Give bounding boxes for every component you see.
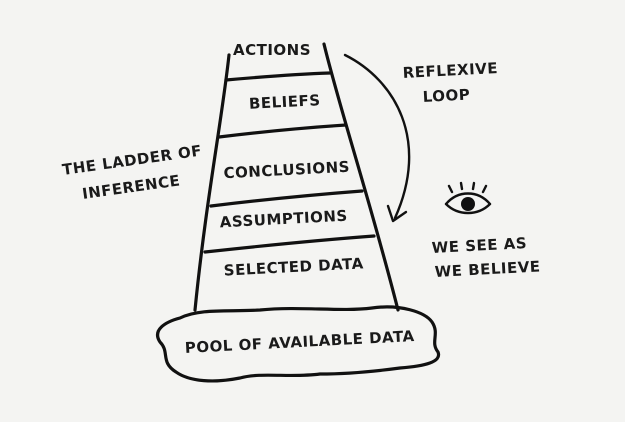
ladder-rung-1 [224, 71, 332, 82]
pool-label: POOL OF AVAILABLE DATA [184, 327, 415, 357]
eye-caption-line-2: WE BELIEVE [434, 257, 541, 281]
reflexive-loop-line-2: LOOP [422, 86, 470, 106]
rung-label-selected-data: SELECTED DATA [223, 254, 364, 279]
eye-caption-line-1: WE SEE AS [431, 234, 527, 257]
rung-label-conclusions: CONCLUSIONS [223, 158, 350, 183]
rung-label-actions: ACTIONS [233, 41, 311, 59]
eye-icon [444, 181, 492, 215]
reflexive-loop-line-1: REFLEXIVE [402, 59, 498, 82]
data-pool-outline [156, 305, 441, 383]
ladder-right-rail [322, 42, 400, 312]
ladder-rung-3 [209, 189, 364, 208]
ladder-rung-4 [203, 234, 376, 254]
diagram-title-line-2: INFERENCE [81, 171, 181, 203]
curved-arrow-icon [343, 53, 411, 223]
rung-label-beliefs: BELIEFS [249, 91, 321, 113]
diagram-title-line-1: THE LADDER OF [61, 142, 203, 179]
ladder-rung-2 [217, 123, 348, 139]
rung-label-assumptions: ASSUMPTIONS [219, 207, 348, 232]
